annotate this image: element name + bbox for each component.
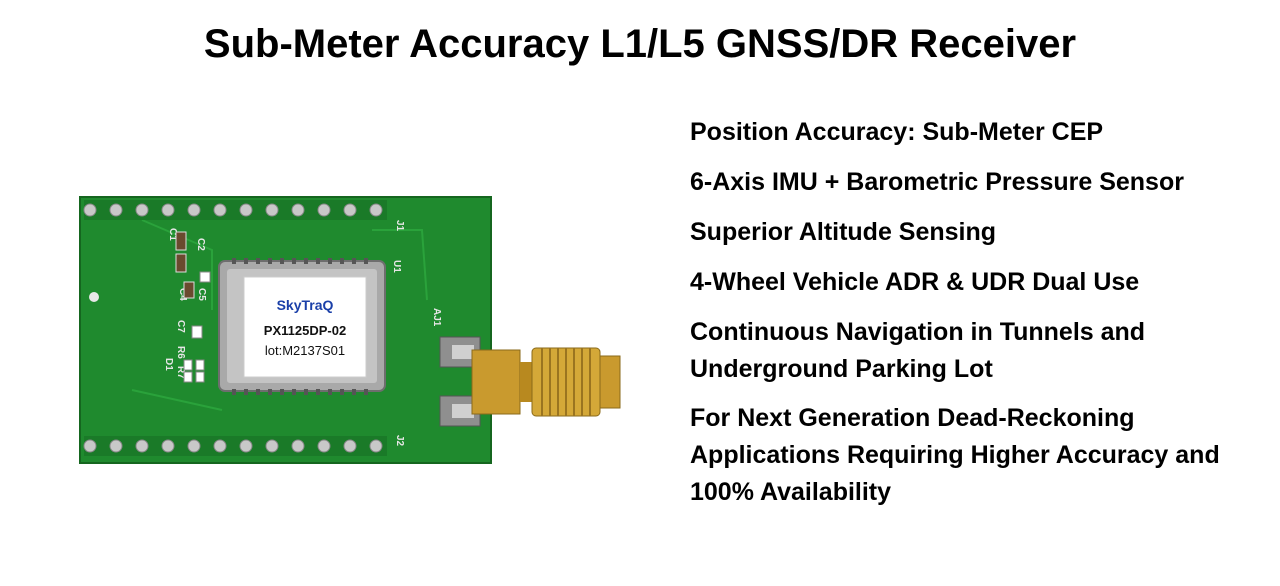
feature-item: For Next Generation Dead-Reckoning Appli… (690, 404, 1220, 506)
mounting-hole (89, 292, 99, 302)
label-aj1: AJ1 (431, 308, 442, 327)
label-c5: C5 (196, 288, 207, 301)
pin-header-j1 (83, 200, 387, 220)
label-r6: R6 (175, 346, 186, 359)
feature-item: Position Accuracy: Sub-Meter CEP (690, 118, 1104, 146)
label-j1: J1 (394, 220, 405, 232)
feature-item: Continuous Navigation in Tunnels and Und… (690, 318, 1146, 383)
label-c2: C2 (195, 238, 206, 251)
gnss-module-board-image: J1 J2 U1 AJ1 C1 C2 C4 C5 C7 D1 R6 R7 (72, 190, 632, 470)
feature-item: Superior Altitude Sensing (690, 218, 997, 246)
label-j2: J2 (394, 435, 405, 447)
feature-item: 4-Wheel Vehicle ADR & UDR Dual Use (690, 268, 1140, 296)
module-brand: SkyTraQ (277, 297, 334, 313)
feature-list: Position Accuracy: Sub-Meter CEP 6-Axis … (690, 114, 1270, 524)
label-u1: U1 (391, 260, 402, 273)
shield-can-u1: SkyTraQ PX1125DP-02 lot:M2137S01 (218, 258, 386, 395)
pin-header-j2 (83, 436, 387, 456)
module-model: PX1125DP-02 (264, 323, 346, 338)
label-r7: R7 (175, 366, 186, 379)
label-c4: C4 (177, 288, 188, 301)
label-d1: D1 (163, 358, 174, 371)
pcb-illustration: J1 J2 U1 AJ1 C1 C2 C4 C5 C7 D1 R6 R7 (79, 196, 621, 464)
label-c1: C1 (167, 228, 178, 241)
label-c7: C7 (175, 320, 186, 333)
module-label-sticker (243, 276, 367, 378)
feature-item: 6-Axis IMU + Barometric Pressure Sensor (690, 168, 1184, 196)
module-lot: lot:M2137S01 (265, 343, 345, 358)
sma-connector (439, 336, 621, 427)
page-title: Sub-Meter Accuracy L1/L5 GNSS/DR Receive… (203, 22, 1077, 66)
smd-components (175, 231, 211, 383)
